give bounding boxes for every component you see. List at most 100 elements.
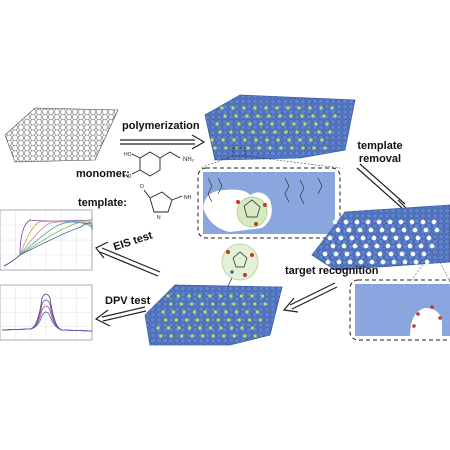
template-dot — [320, 137, 325, 142]
cavity-dot — [380, 259, 386, 265]
cavity-dot — [335, 227, 341, 233]
template-dot — [242, 334, 247, 339]
template-dot — [252, 105, 257, 110]
template-dot — [165, 294, 170, 299]
template-dot — [301, 145, 306, 150]
cavity-dot — [377, 251, 383, 257]
cavity-dot — [346, 227, 352, 233]
template-dot — [308, 105, 313, 110]
cavity-dot — [418, 243, 424, 249]
template-dot — [171, 310, 176, 315]
template-dot — [253, 334, 258, 339]
template-removed-sheet — [311, 204, 450, 271]
template-dot — [187, 326, 192, 331]
template-dot — [239, 129, 244, 134]
template-dot — [273, 129, 278, 134]
template-dot — [184, 318, 189, 323]
template-dot — [208, 326, 213, 331]
template-dot — [250, 129, 255, 134]
template-dot — [245, 145, 250, 150]
target-recognition-arrow — [282, 282, 338, 313]
svg-text:NH₂: NH₂ — [183, 157, 195, 163]
template-dot — [189, 302, 194, 307]
monomer-structure: NH₂ HO HO — [124, 151, 195, 180]
zoom-box-empty-cavity — [349, 261, 450, 341]
monomer-label: monomer: — [76, 168, 130, 180]
dpv-curve — [1, 293, 93, 332]
template-dot — [179, 334, 184, 339]
cavity-dot — [399, 251, 405, 257]
template-dot — [281, 121, 286, 126]
template-dot — [244, 310, 249, 315]
template-dot — [275, 105, 280, 110]
template-dot — [298, 137, 303, 142]
cavity-dot — [344, 251, 350, 257]
template-dot — [169, 334, 174, 339]
eis-arrow — [95, 241, 161, 277]
template-dot — [232, 334, 237, 339]
cavity-dot — [431, 219, 437, 225]
template-dot — [312, 145, 317, 150]
cavity-dot — [336, 259, 342, 265]
zoom-box-template-pocket — [197, 147, 341, 239]
template-dot — [174, 318, 179, 323]
template-dot — [234, 310, 239, 315]
template-dot — [220, 137, 225, 142]
template-dot — [160, 310, 165, 315]
template-removal-label: template removal — [350, 140, 410, 165]
cavity-dot — [357, 227, 363, 233]
template-dot — [236, 121, 241, 126]
cavity-dot — [382, 235, 388, 241]
template-dot — [247, 121, 252, 126]
template-dot — [155, 326, 160, 331]
template-dot — [223, 145, 228, 150]
dpv-curve — [1, 299, 93, 332]
template-dot — [237, 318, 242, 323]
template-dot — [267, 113, 272, 118]
cavity-dot — [379, 227, 385, 233]
cavity-dot — [347, 259, 353, 265]
template-dot — [230, 105, 235, 110]
template-dot — [284, 129, 289, 134]
template-removal-line1: template — [357, 140, 403, 152]
template-dot — [221, 302, 226, 307]
template-dot — [306, 129, 311, 134]
template-dot — [221, 334, 226, 339]
rebound-sheet — [144, 284, 283, 346]
template-dot — [218, 326, 223, 331]
template-dot — [323, 145, 328, 150]
template-dot — [242, 302, 247, 307]
template-dot — [249, 294, 254, 299]
template-dot — [205, 318, 210, 323]
cavity-dot — [354, 219, 360, 225]
template-dot — [297, 105, 302, 110]
template-dot — [311, 113, 316, 118]
cavity-dot — [391, 259, 397, 265]
template-dot — [192, 310, 197, 315]
template-dot — [239, 326, 244, 331]
template-dot — [190, 334, 195, 339]
cavity-dot — [327, 235, 333, 241]
template-dot — [300, 113, 305, 118]
template-dot — [213, 310, 218, 315]
template-dot — [317, 129, 322, 134]
cavity-dot — [332, 219, 338, 225]
template-dot — [197, 326, 202, 331]
cavity-dot — [343, 219, 349, 225]
template-dot — [250, 326, 255, 331]
template-dot — [211, 334, 216, 339]
template-dot — [286, 105, 291, 110]
cavity-dot — [330, 243, 336, 249]
template-dot — [333, 113, 338, 118]
cavity-dot — [365, 219, 371, 225]
template-dot — [228, 294, 233, 299]
cavity-dot — [404, 235, 410, 241]
template-dot — [295, 129, 300, 134]
cavity-dot — [429, 243, 435, 249]
template-dot — [202, 310, 207, 315]
template-dot — [214, 121, 219, 126]
template-dot — [303, 121, 308, 126]
template-dot — [255, 310, 260, 315]
template-dot — [197, 294, 202, 299]
template-dot — [228, 129, 233, 134]
